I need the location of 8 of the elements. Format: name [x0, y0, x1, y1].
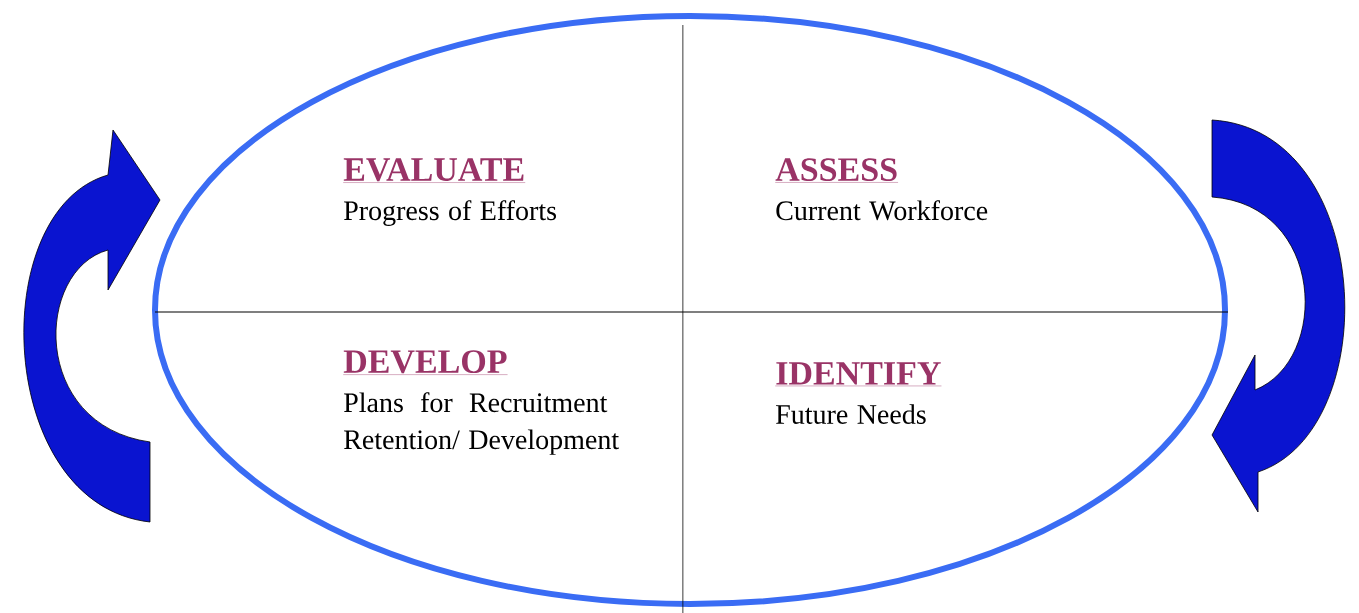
quadrant-heading: DEVELOP: [343, 350, 508, 375]
quadrant-text: Future Needs: [776, 404, 926, 424]
quadrant-heading: EVALUATE: [343, 158, 526, 183]
quadrant-text: Plans for Recruitment Retention/ Development: [344, 392, 619, 455]
quadrant-text: Progress of Efforts: [344, 200, 556, 226]
quadrant-heading: ASSESS: [775, 158, 899, 183]
quadrant-heading: IDENTIFY: [775, 362, 942, 387]
quadrant-text: Current Workforce: [776, 200, 988, 221]
